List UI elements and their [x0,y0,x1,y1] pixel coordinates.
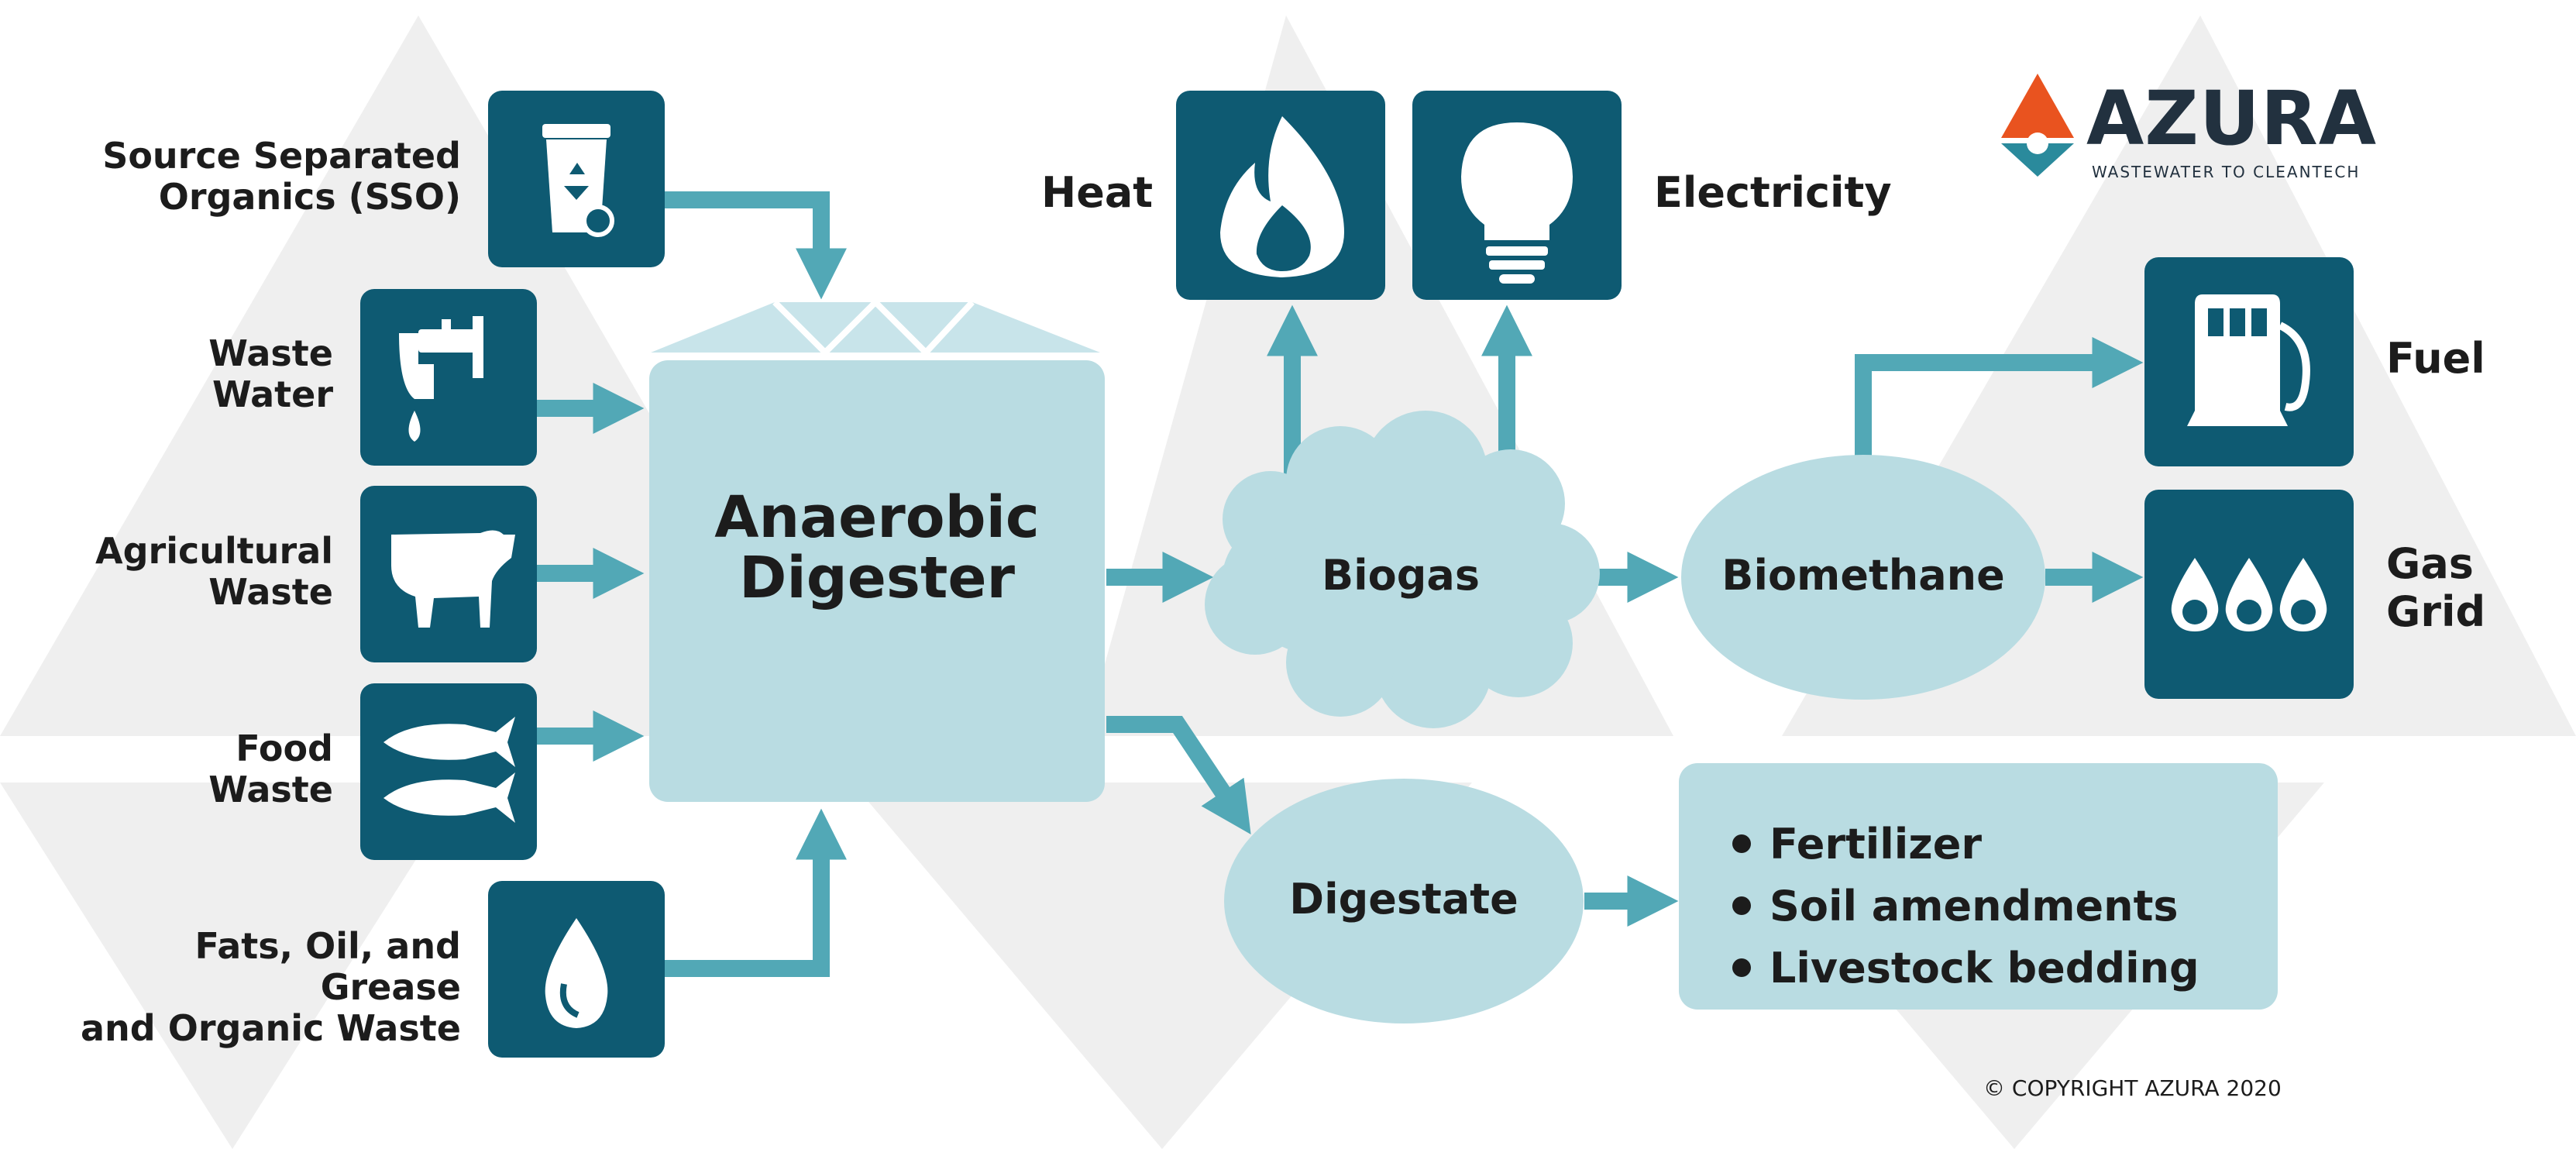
bullet-dot [1732,958,1751,978]
list-item: Fertilizer [1732,814,2199,876]
digestate-uses-list: Fertilizer Soil amendments Livestock bed… [1732,814,2199,999]
faucet-icon [399,316,483,442]
fuel-pump-icon [2187,294,2310,426]
list-item: Soil amendments [1732,876,2199,937]
flame-icon [1220,116,1344,277]
list-item: Livestock bedding [1732,937,2199,999]
food-icon-box [360,683,537,860]
brand-name: AZURA [2086,75,2378,162]
biomethane-label: Biomethane [1721,551,2005,600]
bullet-dot [1732,834,1751,854]
gas-drops-icon [2171,558,2327,631]
fish-bone-icon [383,717,515,823]
fuel-label: Fuel [2386,334,2485,383]
brand-tagline: WASTEWATER TO CLEANTECH [2092,163,2361,181]
input-arrows [537,191,847,977]
digestate-label: Digestate [1289,875,1518,924]
biogas-label: Biogas [1321,551,1480,600]
output-arrows [1106,304,2144,927]
bullet-dot [1732,896,1751,916]
wastewater-icon-box [360,289,537,466]
heat-label: Heat [1041,168,1154,217]
light-bulb-icon [1461,122,1573,284]
biomethane-ellipse [1681,455,2045,700]
recycling-bin-icon [542,124,614,237]
electricity-label: Electricity [1654,168,1892,217]
digestate-ellipse [1224,779,1584,1023]
oil-drop-icon [545,918,608,1028]
copyright-notice: © COPYRIGHT AZURA 2020 [1983,1075,2282,1101]
digestate-uses-box [1679,763,2278,1010]
biogas-cloud [1205,411,1600,728]
azura-logo-mark [2001,74,2074,177]
cow-icon [391,530,515,628]
digester-shape [649,298,1105,802]
